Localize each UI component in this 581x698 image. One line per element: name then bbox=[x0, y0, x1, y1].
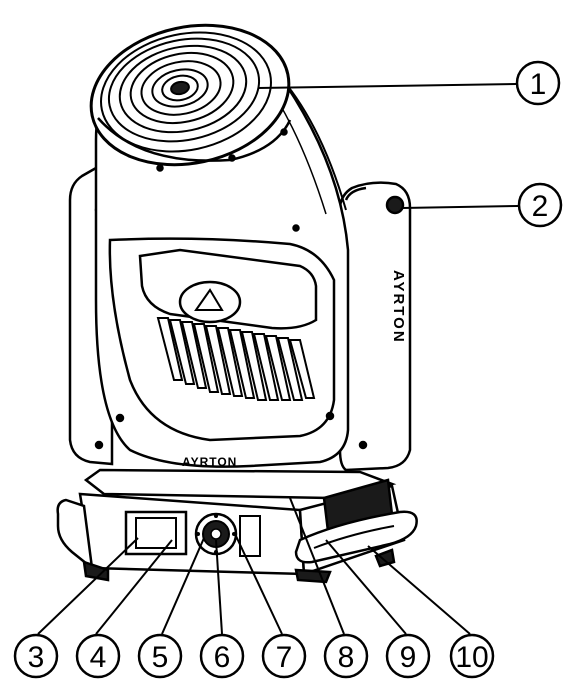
callout-3: 3 bbox=[13, 633, 59, 679]
svg-text:10: 10 bbox=[455, 641, 488, 674]
base-brand-text: AYRTON bbox=[182, 455, 237, 469]
svg-text:2: 2 bbox=[532, 190, 549, 223]
callout-6: 6 bbox=[199, 633, 245, 679]
svg-text:5: 5 bbox=[152, 641, 169, 674]
svg-text:7: 7 bbox=[276, 641, 293, 674]
cooling-fins bbox=[156, 317, 316, 401]
callout-10: 10 bbox=[449, 633, 495, 679]
control-knob bbox=[194, 512, 238, 556]
callout-2: 2 bbox=[517, 182, 563, 228]
callout-7: 7 bbox=[261, 633, 307, 679]
callout-4: 4 bbox=[75, 633, 121, 679]
leader-lines bbox=[37, 83, 519, 635]
control-panel bbox=[239, 515, 261, 557]
brand-logo-icon bbox=[194, 288, 224, 311]
callout-8: 8 bbox=[323, 633, 369, 679]
svg-text:9: 9 bbox=[400, 641, 417, 674]
svg-text:1: 1 bbox=[530, 68, 547, 101]
callout-1: 1 bbox=[515, 60, 561, 106]
svg-text:3: 3 bbox=[28, 641, 45, 674]
front-lens bbox=[89, 23, 292, 167]
arm-brand-text: AYRTON bbox=[390, 270, 407, 344]
head-handle-panel bbox=[138, 248, 318, 330]
callout-5: 5 bbox=[137, 633, 183, 679]
callout-markers: 1 2 3 4 5 6 7 8 bbox=[13, 60, 563, 679]
side-handle bbox=[294, 510, 418, 564]
callout-9: 9 bbox=[385, 633, 431, 679]
svg-text:4: 4 bbox=[90, 641, 107, 674]
display-screen bbox=[124, 510, 188, 556]
arm-knob-icon bbox=[385, 195, 405, 215]
svg-text:8: 8 bbox=[338, 641, 355, 674]
svg-text:6: 6 bbox=[214, 641, 231, 674]
